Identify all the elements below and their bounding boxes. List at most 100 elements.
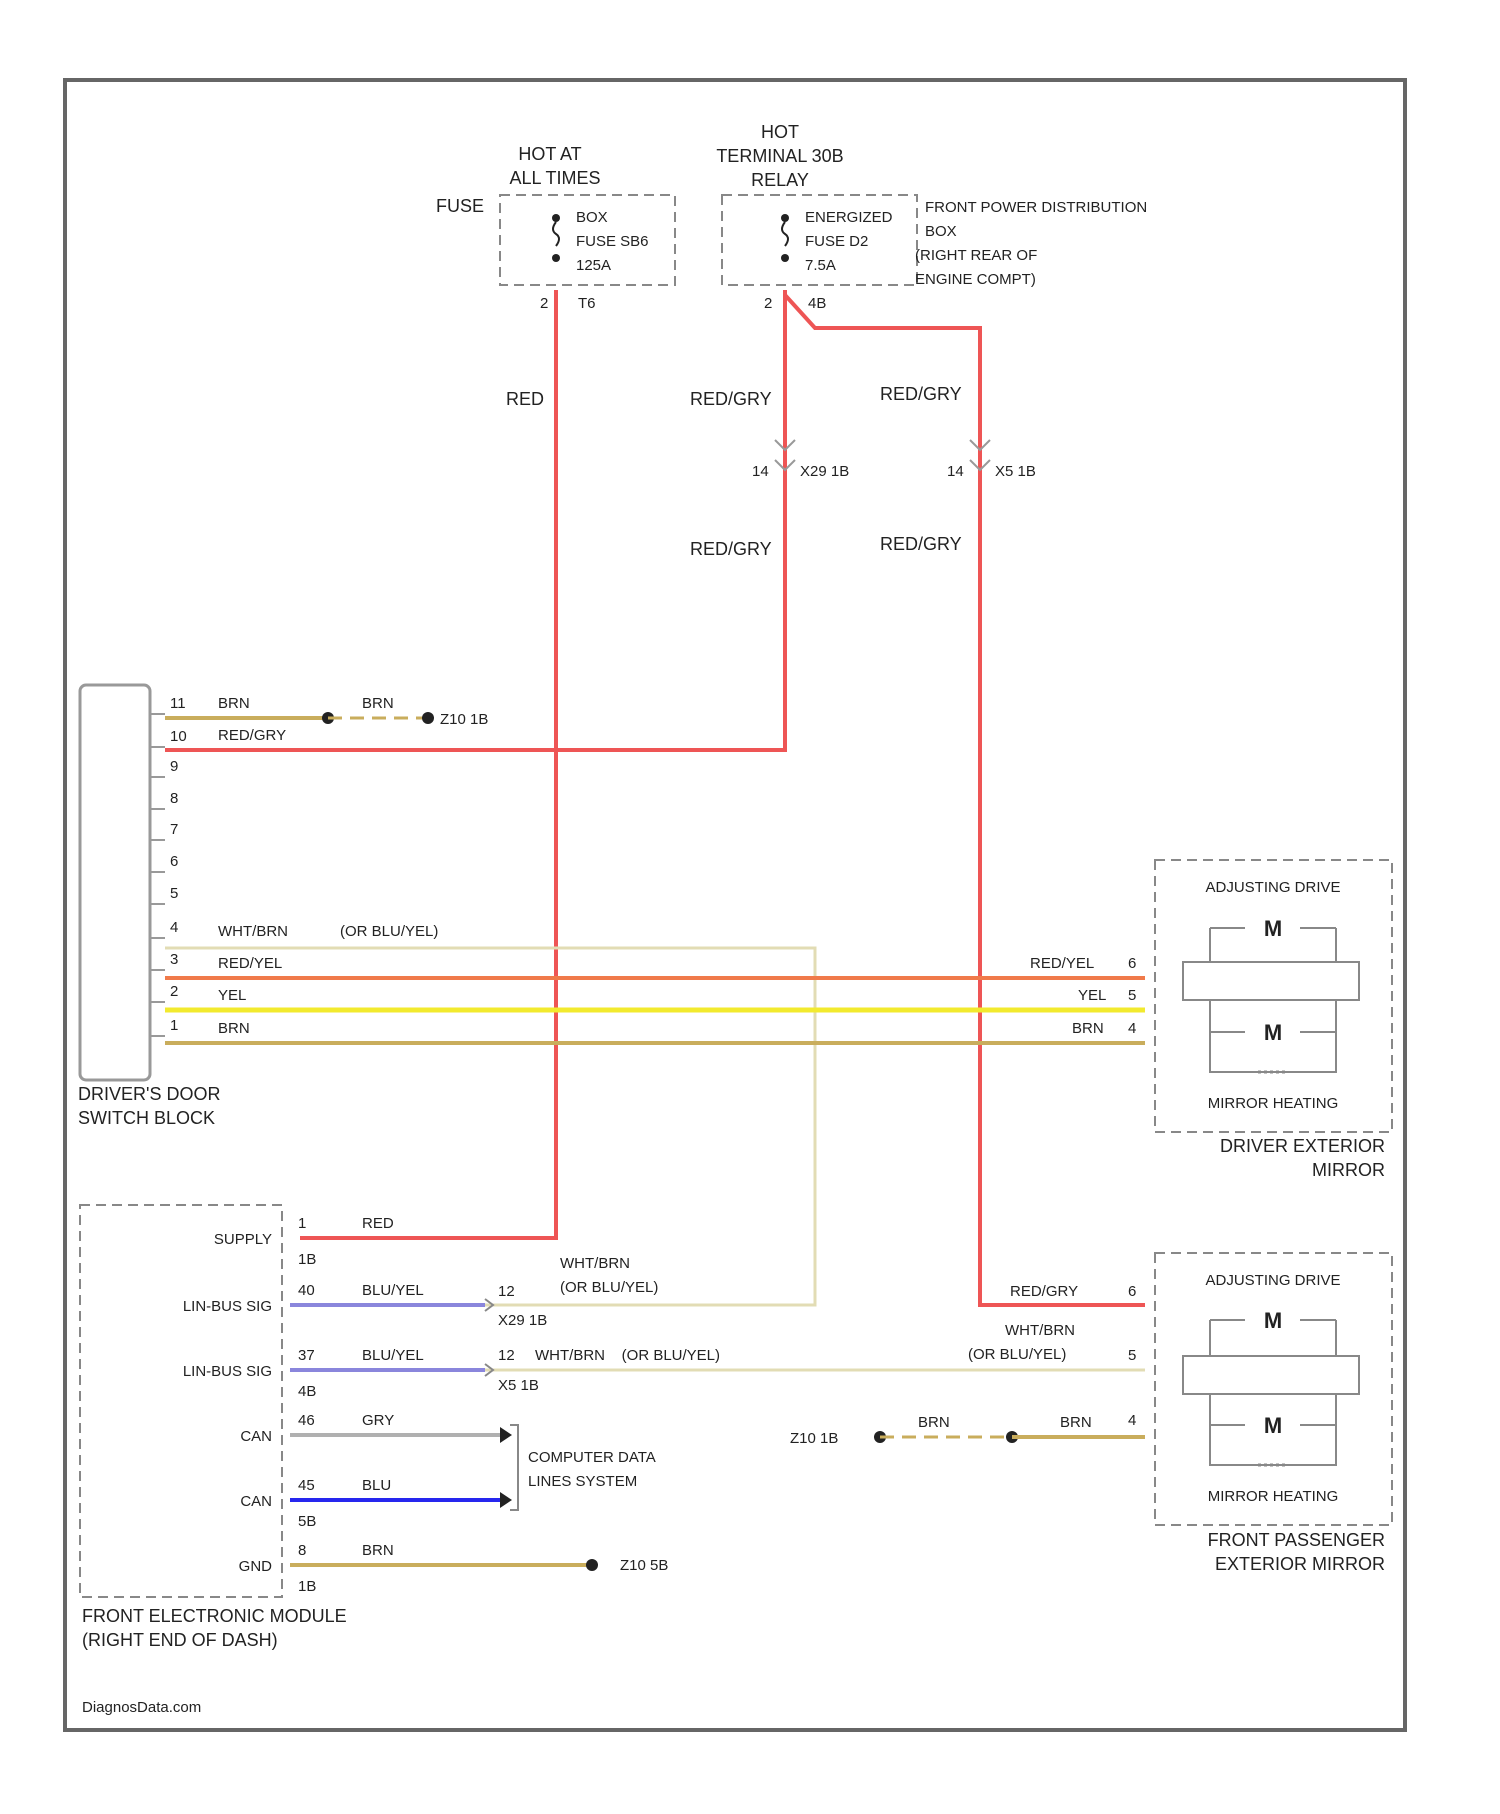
fuse-d2-terminal-bottom [781, 254, 789, 262]
passenger-mirror-wire-red-gry: RED/GRY [1010, 1283, 1078, 1300]
fuse-d2-group: HOT TERMINAL 30B RELAY ENERGIZED FUSE D2… [716, 122, 1147, 312]
fuse-sb6-pin-right: T6 [578, 295, 596, 312]
connector-x5-pin: 14 [947, 463, 964, 480]
passenger-mirror: ADJUSTING DRIVE M M MIRROR HEATING FRONT… [790, 1253, 1392, 1574]
switch-block-title-2: SWITCH BLOCK [78, 1108, 215, 1128]
fuse-sb6-pin-left: 2 [540, 295, 548, 312]
switch-block-pin: 5 [170, 885, 178, 902]
switch-block-pin: 4 [170, 919, 178, 936]
passenger-mirror-wire-wht-brn-1: WHT/BRN [1005, 1322, 1075, 1339]
wire-label-red: RED [506, 389, 544, 409]
switch-block-title-1: DRIVER'S DOOR [78, 1084, 220, 1104]
passenger-mirror-motor-bottom: M [1264, 1413, 1282, 1438]
ground-label-1: Z10 1B [440, 711, 488, 728]
module-row-sub: 5B [298, 1513, 316, 1530]
connector-x29-label: X29 1B [800, 463, 849, 480]
wire-label-red-gry-4: RED/GRY [880, 534, 962, 554]
module-row-wire-label: RED [362, 1215, 394, 1232]
wire-red-gry-switch [165, 290, 785, 750]
fuse-d2-pin-left: 2 [764, 295, 772, 312]
front-module-title-1: FRONT ELECTRONIC MODULE [82, 1606, 347, 1626]
module-row-wire-label: BLU/YEL [362, 1282, 424, 1299]
power-box-label-4: ENGINE COMPT) [915, 271, 1036, 288]
switch-block-pin: 9 [170, 758, 178, 775]
passenger-mirror-heating-label: MIRROR HEATING [1208, 1488, 1339, 1505]
module-row-wire-label: BLU/YEL [362, 1347, 424, 1364]
fuse-d2-symbol [782, 222, 788, 246]
passenger-mirror-adjusting-drive: ADJUSTING DRIVE [1205, 1272, 1340, 1289]
footer-watermark: DiagnosData.com [82, 1699, 201, 1716]
hot-terminal-label-1: HOT [761, 122, 799, 142]
conn-x29-pin: 12 [498, 1283, 515, 1300]
passenger-ground-label: Z10 1B [790, 1430, 838, 1447]
fuse-sb6-text-3: 125A [576, 257, 611, 274]
switch-block-pin: 2 [170, 983, 178, 1000]
module-row-label: LIN-BUS SIG [183, 1298, 272, 1315]
front-module-box [80, 1205, 282, 1597]
module-row-label: SUPPLY [214, 1231, 272, 1248]
switch-block-pins: 1110987654321 [150, 695, 187, 1036]
driver-mirror: ADJUSTING DRIVE M M MIRROR HEATING DRIVE… [1030, 860, 1392, 1180]
module-row-sub: 4B [298, 1383, 316, 1400]
module-row-label: CAN [240, 1428, 272, 1445]
passenger-mirror-wire-wht-brn-2: (OR BLU/YEL) [968, 1346, 1066, 1363]
driver-mirror-motor-bottom: M [1264, 1020, 1282, 1045]
fuse-sb6-text-2: FUSE SB6 [576, 233, 649, 250]
module-row-pin: 8 [298, 1542, 306, 1559]
switch-block-pin: 8 [170, 790, 178, 807]
switch-block-pin: 6 [170, 853, 178, 870]
wire-wht-brn-pin4 [165, 948, 815, 1305]
module-row-pin: 40 [298, 1282, 315, 1299]
driver-mirror-pin-c: 4 [1128, 1020, 1136, 1037]
hot-at-all-times-label-2: ALL TIMES [509, 168, 600, 188]
passenger-mirror-pin-b: 5 [1128, 1347, 1136, 1364]
module-row-pin: 46 [298, 1412, 315, 1429]
module-ground-point [586, 1559, 598, 1571]
module-row-sub: 1B [298, 1251, 316, 1268]
driver-mirror-pin-b: 5 [1128, 987, 1136, 1004]
driver-mirror-adjusting-drive: ADJUSTING DRIVE [1205, 879, 1340, 896]
module-row-pin: 45 [298, 1477, 315, 1494]
driver-mirror-title-1: DRIVER EXTERIOR [1220, 1136, 1385, 1156]
wire-label-red-gry-1: RED/GRY [690, 389, 772, 409]
wire-label-red-yel: RED/YEL [218, 955, 282, 972]
power-box-label-1: FRONT POWER DISTRIBUTION [925, 199, 1147, 216]
fuse-sb6-terminal-top [552, 214, 560, 222]
wire-label-or-bluyel: (OR BLU/YEL) [340, 923, 438, 940]
front-module-title-2: (RIGHT END OF DASH) [82, 1630, 278, 1650]
wire-label-red-gry-pin10: RED/GRY [218, 727, 286, 744]
switch-block-pin: 10 [170, 728, 187, 745]
power-wires [165, 290, 1145, 1305]
passenger-mirror-actuator [1183, 1356, 1359, 1394]
ground-point-1 [422, 712, 434, 724]
fuse-d2-pin-right: 4B [808, 295, 826, 312]
power-box-label-3: (RIGHT REAR OF [915, 247, 1037, 264]
connector-x29-pin: 14 [752, 463, 769, 480]
computer-data-bracket [510, 1425, 518, 1510]
switch-block-pin: 3 [170, 951, 178, 968]
module-row-pin: 1 [298, 1215, 306, 1232]
computer-data-label-2: LINES SYSTEM [528, 1473, 637, 1490]
wire-label-red-gry-3: RED/GRY [690, 539, 772, 559]
wire-label-brn-pin11: BRN [218, 695, 250, 712]
passenger-mirror-title-1: FRONT PASSENGER [1208, 1530, 1385, 1550]
fuse-d2-text-3: 7.5A [805, 257, 836, 274]
passenger-mirror-pin-c: 4 [1128, 1412, 1136, 1429]
fuse-sb6-group: HOT AT ALL TIMES FUSE BOX FUSE SB6 125A … [436, 144, 675, 312]
driver-mirror-wire-yel: YEL [1078, 987, 1106, 1004]
lin2-to-mirror-label: WHT/BRN (OR BLU/YEL) [535, 1347, 720, 1364]
driver-mirror-motor-top: M [1264, 916, 1282, 941]
driver-mirror-heating-label: MIRROR HEATING [1208, 1095, 1339, 1112]
switch-block-pin: 11 [170, 695, 186, 712]
module-row-wire-label: BLU [362, 1477, 391, 1494]
fuse-sb6-terminal-bottom [552, 254, 560, 262]
hot-terminal-label-3: RELAY [751, 170, 809, 190]
diagram-frame [65, 80, 1405, 1730]
passenger-mirror-motor-top: M [1264, 1308, 1282, 1333]
driver-mirror-wire-red-yel: RED/YEL [1030, 955, 1094, 972]
module-row-label: LIN-BUS SIG [183, 1363, 272, 1380]
fuse-d2-text-1: ENERGIZED [805, 209, 893, 226]
hot-terminal-label-2: TERMINAL 30B [716, 146, 843, 166]
passenger-wire-brn-2: BRN [1060, 1414, 1092, 1431]
